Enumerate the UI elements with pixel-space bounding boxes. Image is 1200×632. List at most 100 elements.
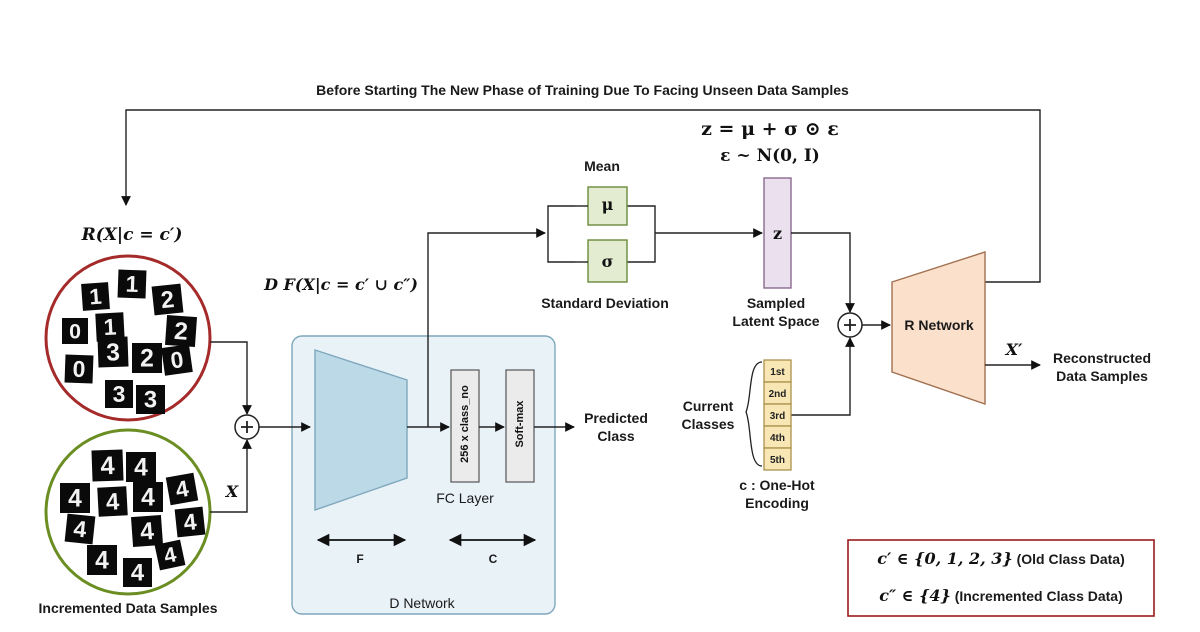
mean-label: Mean <box>584 158 620 174</box>
svg-text:1: 1 <box>88 284 102 310</box>
legend-box <box>847 539 1155 617</box>
feature-extractor-trapezoid <box>314 349 408 511</box>
d-network-label: D Network <box>389 595 455 611</box>
svg-text:4: 4 <box>134 454 148 481</box>
z-symbol: z <box>772 224 783 243</box>
feature-to-latent-line <box>427 228 546 427</box>
old-digit-tile: 3 <box>136 385 165 414</box>
svg-text:2: 2 <box>160 286 176 314</box>
old-digit-tile: 1 <box>95 312 125 342</box>
fc-block <box>450 369 480 483</box>
softmax-block <box>505 369 535 483</box>
onehot-to-sum-line <box>791 337 855 416</box>
svg-text:4: 4 <box>72 515 88 542</box>
std-block <box>587 239 628 283</box>
old-digit-tile: 2 <box>151 283 184 316</box>
c-range-label: C <box>488 552 498 566</box>
legend-old-math: c′ ∈ {0, 1, 2, 3} <box>877 549 1013 568</box>
onehot-label-1: c : One-Hot <box>739 477 815 493</box>
old-digit-tile: 0 <box>161 344 193 376</box>
epsilon-equation: ε ~ N(0, I) <box>720 146 820 166</box>
x-input-label: X <box>225 482 239 501</box>
new-digit-tile: 4 <box>91 449 124 482</box>
legend-new: c″ ∈ {4} (Incremented Class Data) <box>852 586 1150 605</box>
svg-text:4: 4 <box>141 484 155 511</box>
feedback-arrow <box>121 109 1041 283</box>
std-dev-label: Standard Deviation <box>541 295 669 311</box>
svg-text:4: 4 <box>162 542 179 568</box>
softmax-block-text: Soft-max <box>514 400 526 448</box>
classes-bracket <box>745 361 763 467</box>
new-digit-tile: 4 <box>123 558 152 587</box>
fc-layer-label: FC Layer <box>436 490 494 506</box>
reconstructed-label-2: Data Samples <box>1056 368 1148 384</box>
svg-text:4: 4 <box>100 452 115 480</box>
predicted-class-label-2: Class <box>597 428 635 444</box>
old-digit-tile: 0 <box>62 318 88 344</box>
svg-text:0: 0 <box>72 356 86 382</box>
svg-text:3: 3 <box>106 339 121 366</box>
svg-text:3: 3 <box>144 387 157 414</box>
latent-merge-bracket <box>627 205 656 263</box>
svg-text:4: 4 <box>68 485 82 512</box>
old-digit-tile: 3 <box>105 380 133 408</box>
new-digit-tile: 4 <box>174 506 206 538</box>
old-digit-tile: 1 <box>81 282 110 311</box>
sigma-symbol: σ <box>601 252 614 271</box>
new-digit-tile: 4 <box>126 452 156 482</box>
onehot-slot <box>763 447 792 471</box>
r-network-label: R Network <box>904 317 974 333</box>
new-digit-tile: 4 <box>133 482 163 512</box>
f-range-label: F <box>356 552 364 566</box>
r-network-trapezoid <box>891 251 986 405</box>
svg-text:4: 4 <box>139 518 155 546</box>
current-classes-label-2: Classes <box>681 416 735 432</box>
sampled-latent-label-1: Sampled <box>746 295 806 311</box>
new-digit-tile: 4 <box>87 545 117 575</box>
svg-text:1: 1 <box>103 314 117 341</box>
svg-text:3: 3 <box>113 381 126 407</box>
fc-block-text: 256 x class_no <box>459 385 471 463</box>
sampled-latent-label-2: Latent Space <box>732 313 820 329</box>
x-prime-label: X′ <box>1005 340 1023 359</box>
svg-text:4: 4 <box>105 488 120 516</box>
svg-text:2: 2 <box>140 345 154 372</box>
new-digit-tile: 4 <box>154 539 186 571</box>
old-digit-tile: 2 <box>164 314 198 348</box>
d-f-conditional-label: D F(X|c = c′ ∪ c″) <box>264 275 418 294</box>
latent-split-bracket <box>547 205 575 263</box>
onehot-label-2: Encoding <box>745 495 809 511</box>
old-to-sum-line <box>210 341 252 415</box>
onehot-slot-label: 2nd <box>769 389 787 400</box>
svg-text:1: 1 <box>125 271 139 297</box>
svg-text:4: 4 <box>182 508 198 535</box>
svg-text:4: 4 <box>131 560 145 587</box>
legend-old-text: (Old Class Data) <box>1016 551 1125 567</box>
new-digit-tile: 4 <box>165 472 199 506</box>
svg-text:0: 0 <box>69 319 81 343</box>
svg-text:0: 0 <box>169 346 185 374</box>
old-digit-tile: 2 <box>132 343 162 373</box>
onehot-slot-label: 4th <box>770 433 785 444</box>
reconstructed-label-1: Reconstructed <box>1052 350 1152 366</box>
old-digit-tile: 3 <box>97 336 129 368</box>
svg-text:2: 2 <box>173 318 189 346</box>
incremented-samples-label: Incremented Data Samples <box>38 600 218 616</box>
current-classes-label-1: Current <box>682 398 734 414</box>
diagram-title: Before Starting The New Phase of Trainin… <box>316 82 849 98</box>
new-to-sum-line <box>210 439 252 513</box>
new-digit-tile: 4 <box>97 486 128 517</box>
legend-new-text: (Incremented Class Data) <box>954 588 1123 604</box>
new-digit-tile: 4 <box>130 514 164 548</box>
legend-old: c′ ∈ {0, 1, 2, 3} (Old Class Data) <box>852 549 1150 568</box>
reparam-equation: z = μ + σ ⊙ ε <box>701 118 839 140</box>
mu-symbol: μ <box>601 195 614 214</box>
r-conditional-label: R(X|c = c′) <box>81 225 183 245</box>
new-digit-tile: 4 <box>60 483 90 513</box>
new-digit-tile: 4 <box>64 513 96 545</box>
svg-text:4: 4 <box>173 475 190 503</box>
